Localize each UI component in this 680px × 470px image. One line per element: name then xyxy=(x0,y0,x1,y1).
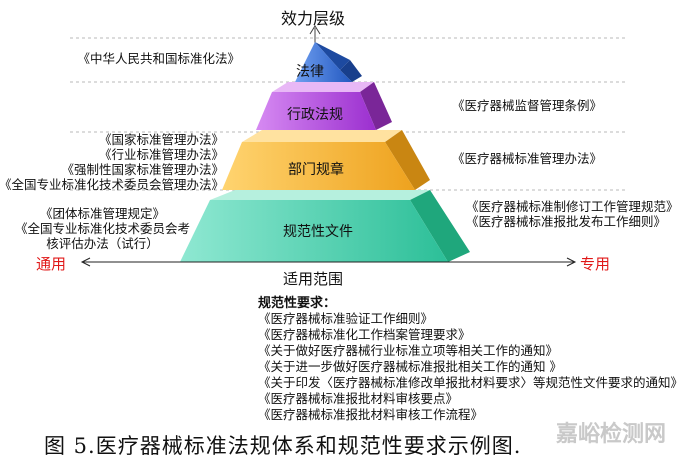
axis-title-scope: 适用范围 xyxy=(283,270,344,288)
right-law-tier2: 《医疗器械监督管理条例》 xyxy=(452,98,602,113)
left-law-item: 《全国专业标准化技术委员会管理办法》 xyxy=(0,177,224,192)
scope-left-label: 通用 xyxy=(36,255,67,273)
requirements-block: 规范性要求： 《医疗器械标准验证工作细则》 《医疗器械标准化工作档案管理要求》 … xyxy=(258,292,680,423)
requirement-item: 《关于印发〈医疗器械标准修改单报批材料要求〉等规范性文件要求的通知》 xyxy=(258,375,680,390)
requirement-item: 《医疗器械标准报批材料审核工作流程》 xyxy=(258,407,484,422)
right-law-item: 《医疗器械标准管理办法》 xyxy=(452,151,603,166)
left-law-item: 《行业标准管理办法》 xyxy=(98,147,224,162)
left-law-tier1: 《中华人民共和国标准化法》 xyxy=(77,51,240,66)
tier-1-label: 法律 xyxy=(296,64,324,80)
left-law-item: 《中华人民共和国标准化法》 xyxy=(77,51,240,66)
tier-2-label: 行政法规 xyxy=(287,107,343,123)
scope-right-label: 专用 xyxy=(580,255,611,273)
axis-title-level: 效力层级 xyxy=(281,9,346,28)
requirement-item: 《关于进一步做好医疗器械标准报批相关工作的通知 》 xyxy=(258,359,562,374)
tier-4-label: 规范性文件 xyxy=(283,224,353,240)
left-law-tier3: 《国家标准管理办法》 《行业标准管理办法》 《强制性国家标准管理办法》 《全国专… xyxy=(0,132,224,192)
tier-1-block xyxy=(295,42,362,82)
right-law-tier3: 《医疗器械标准管理办法》 xyxy=(452,151,602,166)
figure-caption: 图 5.医疗器械标准法规体系和规范性要求示例图. xyxy=(44,434,522,458)
right-law-item: 《医疗器械标准报批发布工作细则》 xyxy=(466,214,667,229)
requirement-item: 《医疗器械标准验证工作细则》 xyxy=(258,311,434,326)
scope-axis xyxy=(80,257,577,267)
tier-2-block xyxy=(256,82,392,130)
left-law-item: 《团体标准管理规定》 xyxy=(39,206,165,221)
left-law-tier4: 《团体标准管理规定》 《全国专业标准化技术委员会考 核评估办法（试行） xyxy=(15,206,190,251)
requirement-item: 《医疗器械标准报批材料审核要点》 xyxy=(258,391,459,406)
requirements-title: 规范性要求： xyxy=(258,296,337,311)
right-law-tier4: 《医疗器械标准制修订工作管理规范》 《医疗器械标准报批发布工作细则》 xyxy=(466,199,679,229)
left-law-item: 核评估办法（试行） xyxy=(46,236,159,251)
tier-4-block xyxy=(180,190,470,262)
watermark: 嘉峪检测网 xyxy=(556,422,667,447)
left-law-item: 《强制性国家标准管理办法》 xyxy=(61,162,224,177)
right-law-item: 《医疗器械标准制修订工作管理规范》 xyxy=(466,199,679,214)
left-law-item: 《全国专业标准化技术委员会考 xyxy=(14,221,190,236)
tier-3-label: 部门规章 xyxy=(288,162,344,178)
requirements-list: 《医疗器械标准验证工作细则》 《医疗器械标准化工作档案管理要求》 《关于做好医疗… xyxy=(258,311,680,423)
requirement-item: 《关于做好医疗器械行业标准立项等相关工作的通知》 xyxy=(258,343,559,358)
tier-3-block xyxy=(222,130,430,190)
requirement-item: 《医疗器械标准化工作档案管理要求》 xyxy=(258,327,471,342)
left-law-item: 《国家标准管理办法》 xyxy=(98,132,224,147)
right-law-item: 《医疗器械监督管理条例》 xyxy=(452,98,603,113)
